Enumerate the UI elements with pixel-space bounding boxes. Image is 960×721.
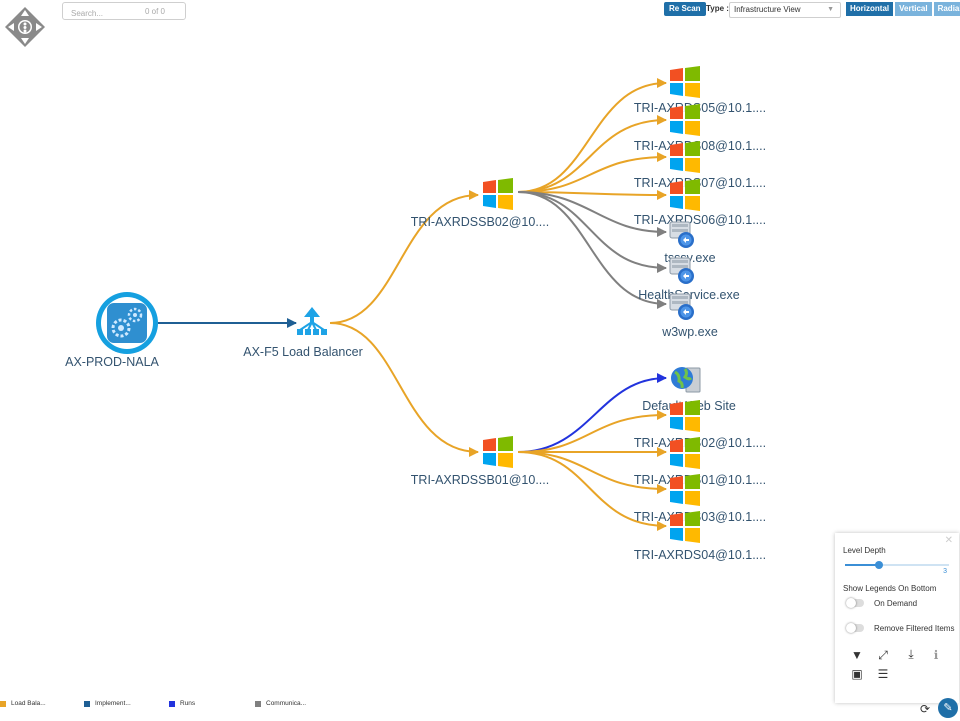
level-depth-fill (845, 564, 880, 566)
node-label-rds06: TRI-AXRDS06@10.1.... (634, 213, 766, 227)
legend-swatch (255, 700, 261, 707)
node-rds06[interactable]: TRI-AXRDS06@10.1.... (634, 179, 766, 227)
list-icon[interactable]: ☰ (877, 667, 889, 681)
search-box[interactable]: 0 of 0 (62, 2, 186, 22)
legend-label: Communica... (266, 700, 307, 707)
legend-label: Runs (180, 700, 196, 707)
type-select-value: Infrastructure View (734, 5, 801, 14)
node-ax-prod-nala[interactable]: AX-PROD-NALA (65, 292, 160, 369)
node-label-lb: AX-F5 Load Balancer (243, 345, 363, 359)
node-rds07[interactable]: TRI-AXRDS07@10.1.... (634, 141, 766, 190)
remove-filtered-label: Remove Filtered Items (874, 624, 955, 633)
node-label-rds07: TRI-AXRDS07@10.1.... (634, 176, 766, 190)
node-rds03[interactable]: TRI-AXRDS03@10.1.... (634, 474, 766, 524)
windows-server-icon (670, 141, 700, 173)
node-label-rds03: TRI-AXRDS03@10.1.... (634, 510, 766, 524)
node-label-rds05: TRI-AXRDS05@10.1.... (634, 101, 766, 115)
on-demand-label: On Demand (874, 599, 918, 608)
legend-item-runs: Runs (169, 700, 195, 707)
rescan-button[interactable]: Re Scan (664, 2, 706, 16)
download-icon[interactable]: ⤓ (908, 647, 914, 661)
graph-edges (158, 78, 667, 531)
refresh-icon[interactable]: ⟳ (920, 702, 931, 716)
node-label-rds02: TRI-AXRDS02@10.1.... (634, 436, 766, 450)
node-label-rds01: TRI-AXRDS01@10.1.... (634, 473, 766, 487)
remove-filtered-toggle[interactable] (846, 623, 864, 633)
type-label: Type : (706, 4, 729, 13)
layout-horizontal-button[interactable]: Horizontal (846, 2, 894, 16)
legend-item-implemented: Implement... (84, 700, 131, 707)
info-icon[interactable]: ℹ (933, 648, 939, 662)
windows-server-icon (483, 178, 513, 210)
chevron-down-icon: ▼ (827, 6, 834, 13)
node-label-ssb01: TRI-AXRDSSB01@10.... (411, 473, 549, 487)
windows-server-icon (483, 436, 513, 468)
node-rds02[interactable]: TRI-AXRDS02@10.1.... (634, 400, 766, 450)
show-legends-label: Show Legends On Bottom (843, 584, 937, 593)
windows-server-icon (670, 104, 700, 136)
settings-panel: ✕ Level Depth 3 Show Legends On Bottom O… (835, 533, 959, 703)
save-icon[interactable]: ▣ (851, 667, 863, 681)
windows-server-icon (670, 511, 700, 543)
layout-switcher: Horizontal Vertical Radial (846, 2, 960, 16)
node-rds05[interactable]: TRI-AXRDS05@10.1.... (634, 66, 766, 115)
process-icon (669, 293, 695, 321)
legend-swatch (0, 700, 6, 707)
level-depth-value: 3 (943, 568, 947, 575)
navigation-pad-icon[interactable] (4, 6, 46, 48)
expand-icon[interactable]: ⤢ (878, 648, 888, 662)
search-result-count: 0 of 0 (144, 7, 165, 16)
edit-icon[interactable]: ✎ (938, 698, 958, 718)
legend-swatch (169, 700, 175, 707)
layout-vertical-button[interactable]: Vertical (895, 2, 932, 16)
level-depth-handle[interactable] (875, 561, 884, 569)
node-rds01[interactable]: TRI-AXRDS01@10.1.... (634, 437, 766, 487)
layout-radial-button[interactable]: Radial (933, 2, 960, 16)
filter-icon[interactable]: ▼ (851, 648, 863, 662)
process-icon (669, 221, 695, 249)
type-select[interactable]: Infrastructure View ▼ (729, 2, 841, 18)
close-icon[interactable]: ✕ (944, 535, 953, 546)
process-icon (669, 257, 695, 285)
node-rds04[interactable]: TRI-AXRDS04@10.1.... (634, 511, 766, 562)
node-load-balancer[interactable]: AX-F5 Load Balancer (243, 307, 363, 359)
legend-label: Implement... (95, 700, 131, 707)
windows-server-icon (670, 66, 700, 98)
windows-server-icon (670, 474, 700, 506)
node-ssb01[interactable]: TRI-AXRDSSB01@10.... (411, 436, 549, 487)
windows-server-icon (670, 400, 700, 432)
node-label-rds04: TRI-AXRDS04@10.1.... (634, 548, 766, 562)
node-label-w3wp: w3wp.exe (661, 325, 718, 339)
search-input[interactable] (69, 5, 137, 22)
node-label-rds08: TRI-AXRDS08@10.1.... (634, 139, 766, 153)
load-balancer-icon (297, 307, 327, 335)
node-w3wp[interactable]: w3wp.exe (661, 293, 718, 339)
level-depth-slider[interactable] (845, 561, 949, 569)
node-website[interactable]: Default Web Site (642, 367, 736, 413)
legend-item-load-balancer: Load Bala... (0, 700, 46, 707)
windows-server-icon (670, 179, 700, 211)
node-ssb02[interactable]: TRI-AXRDSSB02@10.... (411, 178, 549, 229)
node-label-root: AX-PROD-NALA (65, 355, 159, 369)
windows-server-icon (670, 437, 700, 469)
node-label-ssb02: TRI-AXRDSSB02@10.... (411, 215, 549, 229)
legend-swatch (84, 700, 90, 707)
level-depth-label: Level Depth (843, 546, 886, 555)
legend-label: Load Bala... (11, 700, 46, 707)
legend-item-communicates: Communica... (255, 700, 306, 707)
on-demand-toggle[interactable] (846, 598, 864, 608)
node-rds08[interactable]: TRI-AXRDS08@10.1.... (634, 104, 766, 153)
web-site-icon (671, 367, 701, 393)
